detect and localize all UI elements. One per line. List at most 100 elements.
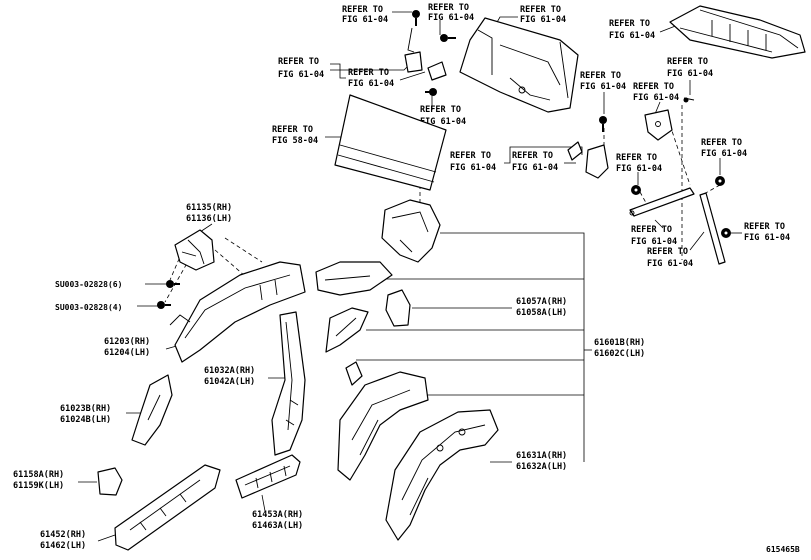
package-tray[interactable]	[669, 5, 806, 59]
bolt-icon	[599, 116, 607, 132]
refer-label-5[interactable]: REFER TO FIG 61-04	[348, 68, 394, 89]
svg-text:FIG 61-04: FIG 61-04	[609, 31, 655, 41]
part-label-61158[interactable]: 61158A(RH) 61159K(LH)	[13, 470, 64, 491]
nut-icon	[631, 185, 641, 195]
top-bracket-b[interactable]	[427, 61, 447, 81]
refer-label-11[interactable]: REFER TO FIG 61-04	[633, 82, 679, 103]
refer-label-13[interactable]: REFER TO FIG 61-04	[512, 151, 558, 173]
pillar-61032[interactable]	[271, 311, 306, 456]
refer-label-6[interactable]: REFER TO FIG 61-04	[420, 105, 466, 127]
refer-label-1[interactable]: REFER TO FIG 61-04	[342, 5, 388, 25]
bolt-icon	[440, 34, 456, 42]
svg-text:REFER TO: REFER TO	[609, 19, 650, 29]
svg-text:REFER TO: REFER TO	[616, 153, 657, 163]
bolt-icon	[425, 88, 437, 96]
rocker-61453[interactable]	[235, 454, 301, 499]
wheelhouse-outer-61631[interactable]	[385, 409, 499, 541]
brace-61023[interactable]	[131, 374, 173, 446]
part-label-61032[interactable]: 61032A(RH) 61042A(LH)	[204, 366, 255, 387]
quarter-inner-upper[interactable]	[381, 199, 441, 263]
svg-text:61057A(RH): 61057A(RH)	[516, 297, 567, 307]
svg-text:61135(RH): 61135(RH)	[186, 203, 232, 213]
wheelhouse-inner[interactable]	[337, 371, 429, 481]
hinge-bracket[interactable]	[644, 109, 673, 141]
refer-label-7[interactable]: REFER TO FIG 61-04	[609, 19, 655, 41]
svg-text:FIG 61-04: FIG 61-04	[667, 69, 713, 79]
svg-text:61158A(RH): 61158A(RH)	[13, 470, 64, 480]
svg-text:61058A(LH): 61058A(LH)	[516, 308, 567, 318]
svg-text:FIG 61-04: FIG 61-04	[278, 70, 324, 80]
svg-text:REFER TO: REFER TO	[667, 57, 708, 67]
diagram-id: 615465B	[766, 545, 800, 554]
refer-label-4[interactable]: REFER TO FIG 61-04	[278, 57, 324, 80]
svg-text:REFER TO: REFER TO	[633, 82, 674, 92]
quarter-glass[interactable]	[334, 94, 447, 191]
bolt-icon	[683, 97, 695, 103]
refer-label-12[interactable]: REFER TO FIG 61-04	[450, 151, 496, 173]
part-label-61631[interactable]: 61631A(RH) 61632A(LH)	[516, 451, 567, 472]
svg-text:FIG 61-04: FIG 61-04	[428, 13, 474, 23]
svg-text:REFER TO: REFER TO	[272, 125, 313, 135]
svg-text:REFER TO: REFER TO	[450, 151, 491, 161]
bracket-61158[interactable]	[97, 467, 123, 496]
svg-text:61023B(RH): 61023B(RH)	[60, 404, 111, 414]
svg-text:REFER TO: REFER TO	[647, 247, 688, 257]
nut-icon	[715, 176, 725, 186]
svg-text:61453A(RH): 61453A(RH)	[252, 510, 303, 520]
sill-61452[interactable]	[114, 464, 221, 551]
wheelhouse-inner-top[interactable]	[315, 261, 393, 296]
part-label-61452[interactable]: 61452(RH) 61462(LH)	[40, 530, 86, 551]
part-label-61601[interactable]: 61601B(RH) 61602C(LH)	[594, 338, 645, 359]
clip-bracket[interactable]	[585, 144, 609, 179]
bolt-icon	[157, 301, 171, 309]
svg-text:FIG 61-04: FIG 61-04	[348, 79, 394, 89]
svg-text:FIG 61-04: FIG 61-04	[342, 15, 388, 25]
part-label-61023[interactable]: 61023B(RH) 61024B(LH)	[60, 404, 111, 425]
svg-text:FIG 61-04: FIG 61-04	[512, 163, 558, 173]
svg-text:REFER TO: REFER TO	[520, 5, 561, 15]
bolt-icon	[166, 280, 180, 288]
refer-label-10[interactable]: REFER TO FIG 61-04	[667, 57, 713, 79]
refer-label-2[interactable]: REFER TO FIG 61-04	[428, 3, 474, 23]
svg-text:61601B(RH): 61601B(RH)	[594, 338, 645, 348]
svg-text:FIG 61-04: FIG 61-04	[616, 164, 662, 174]
svg-text:FIG 61-04: FIG 61-04	[520, 15, 566, 25]
refer-label-18[interactable]: REFER TO FIG 61-04	[744, 222, 790, 243]
refer-label-16[interactable]: REFER TO FIG 61-04	[631, 225, 677, 247]
svg-text:REFER TO: REFER TO	[744, 222, 785, 232]
refer-label-14[interactable]: REFER TO FIG 61-04	[616, 153, 662, 174]
gusset-bracket-61135[interactable]	[174, 229, 215, 271]
part-label-su003-6[interactable]: SU003-02828(6)	[55, 280, 122, 289]
part-label-su003-4[interactable]: SU003-02828(4)	[55, 303, 122, 312]
refer-label-9[interactable]: REFER TO FIG 61-04	[580, 71, 626, 92]
svg-text:FIG 58-04: FIG 58-04	[272, 136, 318, 146]
svg-text:FIG 61-04: FIG 61-04	[633, 93, 679, 103]
gusset-triangle[interactable]	[325, 307, 369, 353]
part-label-61057[interactable]: 61057A(RH) 61058A(LH)	[516, 297, 567, 318]
refer-label-15[interactable]: REFER TO FIG 61-04	[701, 138, 747, 159]
rear-inner-panel[interactable]	[459, 17, 579, 113]
bolt-icon	[412, 10, 420, 26]
refer-label-3[interactable]: REFER TO FIG 61-04	[520, 5, 566, 25]
svg-text:REFER TO: REFER TO	[348, 68, 389, 78]
svg-text:61042A(LH): 61042A(LH)	[204, 377, 255, 387]
small-clip[interactable]	[345, 361, 363, 386]
support-stay[interactable]	[629, 187, 695, 217]
top-bracket-a[interactable]	[404, 51, 423, 73]
svg-text:REFER TO: REFER TO	[278, 57, 319, 67]
svg-text:REFER TO: REFER TO	[701, 138, 742, 148]
svg-text:FIG 61-04: FIG 61-04	[631, 237, 677, 247]
support-rod[interactable]	[699, 192, 726, 265]
part-label-61203[interactable]: 61203(RH) 61204(LH)	[104, 337, 150, 358]
svg-text:61452(RH): 61452(RH)	[40, 530, 86, 540]
part-label-61453[interactable]: 61453A(RH) 61463A(LH)	[252, 510, 303, 531]
refer-label-8[interactable]: REFER TO FIG 58-04	[272, 125, 318, 146]
bracket-61057[interactable]	[385, 289, 411, 327]
svg-text:61159K(LH): 61159K(LH)	[13, 481, 64, 491]
part-label-61135[interactable]: 61135(RH) 61136(LH)	[186, 203, 232, 224]
rail-61203[interactable]	[169, 261, 306, 363]
svg-text:61632A(LH): 61632A(LH)	[516, 462, 567, 472]
refer-label-17[interactable]: REFER TO FIG 61-04	[647, 247, 693, 269]
svg-text:61462(LH): 61462(LH)	[40, 541, 86, 551]
